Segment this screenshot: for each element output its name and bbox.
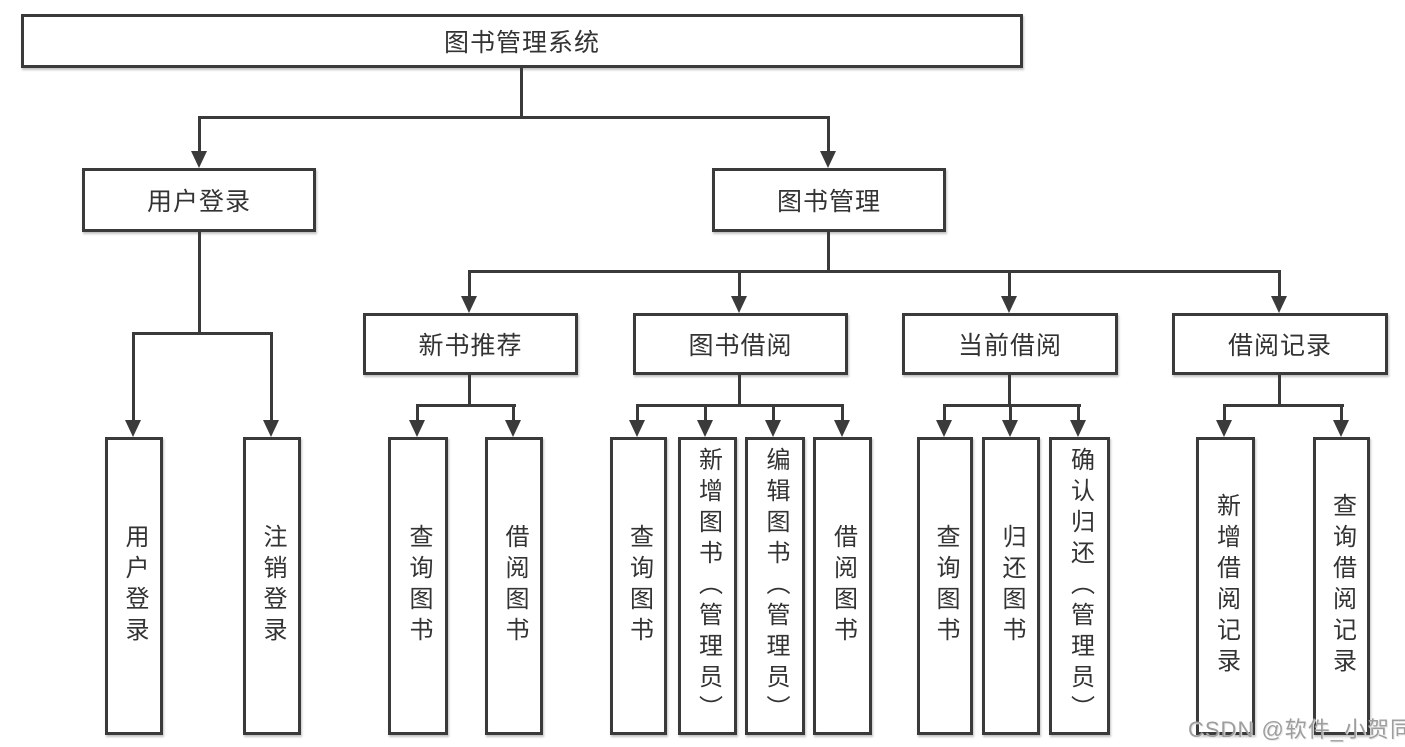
connector-to-borrow-record <box>1278 270 1281 297</box>
connector-current-borrow-stem <box>1008 375 1011 406</box>
arrowhead-leaf <box>1333 420 1349 437</box>
node-new-book-rec-label: 新书推荐 <box>418 332 523 360</box>
arrowhead-leaf-login <box>125 420 141 437</box>
connector-stub <box>636 404 639 421</box>
connector-stub <box>943 404 946 421</box>
connector-current-borrow-rail <box>943 404 1081 407</box>
connector-stub <box>1009 404 1012 421</box>
arrowhead-borrow-record <box>1271 296 1287 313</box>
arrowhead-book-mgmt <box>820 151 836 168</box>
arrowhead-leaf <box>505 420 521 437</box>
connector-new-book-rail <box>416 404 516 407</box>
leaf-borrow-books: 借阅图书 <box>813 437 872 735</box>
node-book-borrow-label: 图书借阅 <box>688 332 793 360</box>
leaf-user-login: 用户登录 <box>105 437 163 735</box>
node-borrow-record-label: 借阅记录 <box>1227 332 1332 360</box>
leaf-current-query-books: 查询图书 <box>917 437 973 735</box>
connector-root-rail <box>198 116 830 119</box>
node-user-login-label: 用户登录 <box>146 188 251 216</box>
connector-stub <box>1223 404 1226 421</box>
connector-user-login-stem <box>198 232 201 334</box>
arrowhead-leaf <box>629 420 645 437</box>
leaf-confirm-return-admin: 确认归还（管理员） <box>1049 437 1110 735</box>
connector-new-book-stem <box>468 375 471 406</box>
leaf-borrow-query-books: 查询图书 <box>610 437 667 735</box>
arrowhead-leaf <box>1002 420 1018 437</box>
leaf-logout: 注销登录 <box>243 437 301 735</box>
node-book-borrow: 图书借阅 <box>633 313 848 375</box>
arrowhead-leaf <box>834 420 850 437</box>
arrowhead-leaf <box>765 420 781 437</box>
leaf-user-login-label: 用户登录 <box>121 524 148 648</box>
connector-stub <box>512 404 515 421</box>
connector-user-login-rail <box>132 332 273 335</box>
connector-stub <box>772 404 775 421</box>
arrowhead-leaf <box>697 420 713 437</box>
arrowhead-leaf <box>936 420 952 437</box>
leaf-borrow-query-books-label: 查询图书 <box>625 524 653 648</box>
connector-borrow-record-rail <box>1223 404 1344 407</box>
connector-to-user-login <box>198 116 201 152</box>
node-book-mgmt: 图书管理 <box>712 168 946 232</box>
connector-root-stem <box>520 67 523 117</box>
node-root: 图书管理系统 <box>21 14 1023 68</box>
connector-borrow-record-stem <box>1278 375 1281 406</box>
leaf-logout-label: 注销登录 <box>259 524 286 648</box>
leaf-current-query-books-label: 查询图书 <box>932 524 959 648</box>
connector-stub <box>704 404 707 421</box>
connector-stub <box>841 404 844 421</box>
arrowhead-leaf <box>409 420 425 437</box>
connector-book-borrow-rail <box>636 404 844 407</box>
leaf-add-borrow-record: 新增借阅记录 <box>1196 437 1255 735</box>
arrowhead-current-borrow <box>1001 296 1017 313</box>
leaf-confirm-return-admin-label: 确认归还（管理员） <box>1066 446 1094 726</box>
leaf-add-books-admin: 新增图书（管理员） <box>678 437 737 735</box>
leaf-return-books: 归还图书 <box>982 437 1040 735</box>
connector-to-book-borrow <box>738 270 741 297</box>
connector-book-mgmt-stem <box>827 232 830 272</box>
leaf-query-borrow-record: 查询借阅记录 <box>1313 437 1370 735</box>
connector-to-book-mgmt <box>827 116 830 152</box>
node-root-label: 图书管理系统 <box>443 29 600 57</box>
connector-book-borrow-stem <box>738 375 741 406</box>
leaf-rec-borrow-books: 借阅图书 <box>485 437 543 735</box>
connector-stub <box>1077 404 1080 421</box>
node-borrow-record: 借阅记录 <box>1172 313 1388 375</box>
csdn-watermark: CSDN @软件_小贺同学 <box>1188 717 1405 742</box>
connector-to-leaf-login <box>132 332 135 421</box>
leaf-edit-books-admin: 编辑图书（管理员） <box>745 437 805 735</box>
node-current-borrow: 当前借阅 <box>902 313 1118 375</box>
node-book-mgmt-label: 图书管理 <box>776 188 881 216</box>
leaf-rec-query-books: 查询图书 <box>388 437 448 735</box>
arrowhead-leaf <box>1216 420 1232 437</box>
leaf-query-borrow-record-label: 查询借阅记录 <box>1328 493 1356 679</box>
connector-to-current-borrow <box>1008 270 1011 297</box>
arrowhead-new-book <box>461 296 477 313</box>
leaf-borrow-books-label: 借阅图书 <box>829 524 857 648</box>
arrowhead-leaf-logout <box>263 420 279 437</box>
leaf-return-books-label: 归还图书 <box>998 524 1025 648</box>
node-user-login: 用户登录 <box>82 168 316 232</box>
arrowhead-user-login <box>191 151 207 168</box>
leaf-add-books-admin-label: 新增图书（管理员） <box>694 446 722 726</box>
arrowhead-book-borrow <box>731 296 747 313</box>
node-current-borrow-label: 当前借阅 <box>957 332 1062 360</box>
connector-book-mgmt-rail <box>468 270 1281 273</box>
connector-to-leaf-logout <box>270 332 273 421</box>
connector-stub <box>1340 404 1343 421</box>
arrowhead-leaf <box>1070 420 1086 437</box>
leaf-add-borrow-record-label: 新增借阅记录 <box>1212 493 1240 679</box>
leaf-rec-borrow-books-label: 借阅图书 <box>501 524 528 648</box>
node-new-book-rec: 新书推荐 <box>363 313 578 375</box>
leaf-rec-query-books-label: 查询图书 <box>405 524 432 648</box>
connector-stub <box>416 404 419 421</box>
leaf-edit-books-admin-label: 编辑图书（管理员） <box>762 446 789 726</box>
connector-to-new-book <box>468 270 471 297</box>
